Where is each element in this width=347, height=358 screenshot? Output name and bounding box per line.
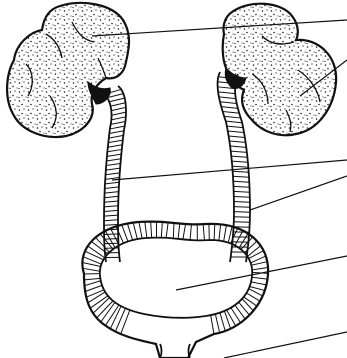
- leader-line-ureter-right: [250, 176, 347, 210]
- ureter-segment-line: [234, 212, 250, 213]
- ureter-segment-line: [221, 107, 238, 109]
- ureter-segment-line: [223, 112, 240, 114]
- leader-line-kidney-left: [92, 20, 347, 36]
- ureter-segment-line: [228, 131, 244, 132]
- ureter-segment-line: [104, 224, 118, 225]
- ureter-segment-line: [220, 102, 237, 104]
- ureter-segment-line: [229, 136, 245, 137]
- ureter-segment-line: [227, 126, 243, 128]
- bladder-inner-wall: [100, 238, 252, 318]
- ureter-segment-line: [106, 168, 120, 170]
- ureter-segment-line: [218, 92, 235, 94]
- ureter-segment-line: [224, 116, 241, 118]
- ureter-segment-line: [112, 112, 126, 115]
- ureter-segment-line: [232, 161, 248, 162]
- ureter-segment-line: [104, 196, 118, 197]
- ureter-segment-line: [106, 163, 120, 165]
- ureter-segment-line: [108, 140, 123, 143]
- ureter-segment-line: [106, 173, 120, 175]
- ureter-segment-line: [109, 98, 124, 102]
- ureter-segment-line: [109, 135, 124, 138]
- leader-line-urethra: [224, 332, 347, 358]
- ureter-segment-line: [111, 117, 125, 120]
- ureter-segment-line: [104, 234, 118, 235]
- ureter-segment-line: [234, 207, 250, 208]
- ureter-segment-line: [219, 97, 236, 99]
- bladder-wall-stripe: [173, 223, 174, 238]
- ureter-segment-line: [231, 151, 247, 152]
- ureter-segment-line: [104, 201, 118, 202]
- ureter-segment-line: [234, 217, 250, 218]
- ureter-segment-line: [230, 146, 246, 147]
- ureter-segment-line: [111, 103, 126, 106]
- ureter-segment-line: [107, 159, 121, 161]
- ureter-segment-line: [229, 141, 245, 142]
- ureter-segment-line: [111, 107, 126, 110]
- ureter-segment-line: [104, 210, 118, 211]
- ureter-segment-line: [104, 220, 118, 221]
- ureter-segment-line: [233, 186, 249, 187]
- ureter-segment-line: [105, 182, 119, 184]
- ureter-segment-line: [104, 229, 118, 230]
- ureter-segment-line: [233, 181, 249, 182]
- ureter-segment-line: [231, 156, 247, 157]
- ureter-segment-line: [233, 171, 249, 172]
- ureter-segment-line: [107, 149, 121, 151]
- ureter-segment-line: [107, 154, 121, 156]
- ureter-segment-line: [105, 192, 119, 193]
- ureter-segment-line: [111, 121, 126, 124]
- ureter-segment-line: [226, 121, 242, 123]
- ureter-segment-line: [104, 206, 118, 207]
- ureter-segment-line: [234, 191, 250, 192]
- ureter-segment-line: [232, 166, 248, 167]
- ureter-segment-line: [234, 202, 250, 203]
- bladder-wall-stripe: [214, 224, 215, 240]
- ureter-segment-line: [234, 196, 250, 197]
- ureter-segment-line: [108, 145, 122, 147]
- ureter-segment-line: [109, 131, 124, 134]
- ureter-segment-line: [104, 215, 118, 216]
- ureter-segment-line: [105, 187, 119, 189]
- ureter-segment-line: [110, 126, 125, 129]
- leader-line-ureter-left: [112, 160, 347, 180]
- ureter-segment-line: [233, 176, 249, 177]
